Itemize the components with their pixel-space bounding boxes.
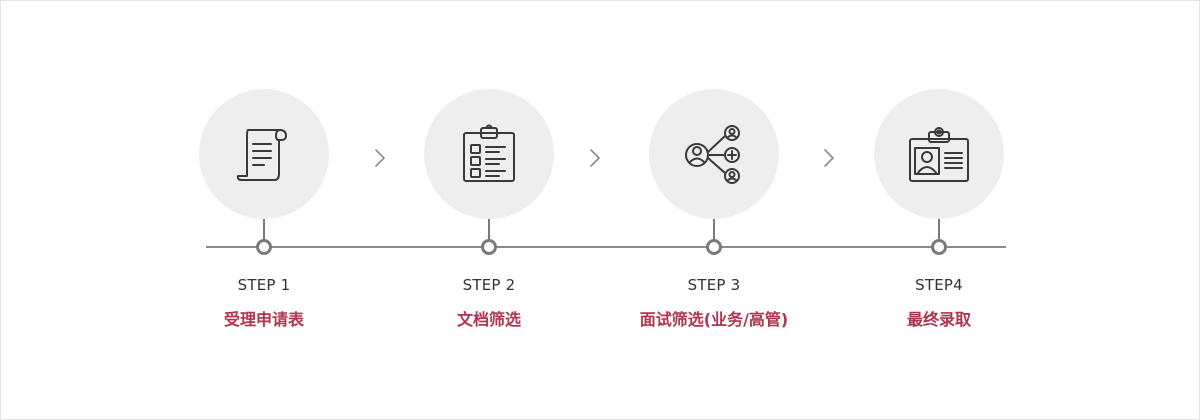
step-3-icon-circle bbox=[649, 89, 779, 219]
people-network-icon bbox=[685, 125, 740, 184]
step-3-connector bbox=[713, 219, 715, 239]
step-2-connector bbox=[488, 219, 490, 239]
step-4-title: 最终录取 bbox=[906, 310, 971, 329]
step-1: STEP 1 受理申请表 bbox=[164, 89, 364, 331]
chevron-right-icon bbox=[824, 149, 834, 167]
step-3-label: STEP 3 bbox=[687, 276, 741, 294]
chevron-right-icon bbox=[590, 149, 600, 167]
scroll-document-icon bbox=[236, 129, 287, 181]
chevron-right-icon bbox=[375, 149, 385, 167]
step-4-node bbox=[931, 239, 947, 255]
id-badge-icon bbox=[909, 127, 969, 182]
step-1-icon-circle bbox=[199, 89, 329, 219]
step-4-icon-circle bbox=[874, 89, 1004, 219]
step-3: STEP 3 面试筛选(业务/高管) bbox=[614, 89, 814, 331]
step-3-title: 面试筛选(业务/高管) bbox=[639, 310, 789, 329]
clipboard-checklist-icon bbox=[463, 124, 515, 182]
step-4-label: STEP4 bbox=[915, 276, 963, 294]
step-1-node bbox=[256, 239, 272, 255]
step-2-title: 文档筛选 bbox=[456, 310, 521, 329]
step-1-label: STEP 1 bbox=[237, 276, 291, 294]
step-4-connector bbox=[938, 219, 940, 239]
step-3-node bbox=[706, 239, 722, 255]
step-2-label: STEP 2 bbox=[462, 276, 516, 294]
step-1-title: 受理申请表 bbox=[223, 310, 304, 329]
step-2: STEP 2 文档筛选 bbox=[389, 89, 589, 331]
step-2-icon-circle bbox=[424, 89, 554, 219]
step-2-node bbox=[481, 239, 497, 255]
step-1-connector bbox=[263, 219, 265, 239]
timeline-line bbox=[206, 246, 1006, 248]
step-4: STEP4 最终录取 bbox=[839, 89, 1039, 331]
